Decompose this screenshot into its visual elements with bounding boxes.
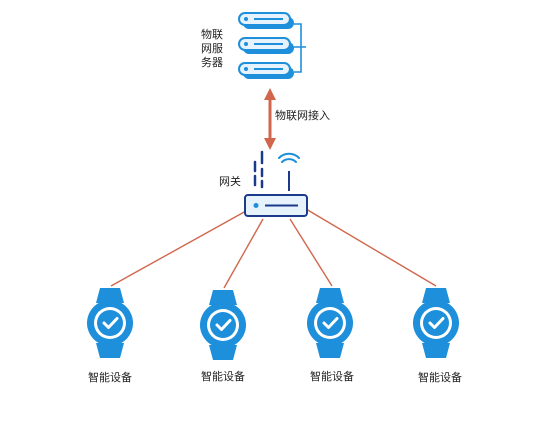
smartwatch-check-icon xyxy=(305,286,355,360)
device-label-1: 智能设备 xyxy=(88,371,132,384)
signal-dashes xyxy=(253,150,264,189)
server-bracket xyxy=(294,23,306,73)
smartwatch-check-icon xyxy=(411,286,461,360)
router-led xyxy=(253,203,259,208)
device-label-4: 智能设备 xyxy=(418,371,462,384)
link-label: 物联网接入 xyxy=(275,109,330,122)
device-label-3: 智能设备 xyxy=(310,370,354,383)
server-unit-2 xyxy=(238,37,294,54)
devices xyxy=(85,286,461,362)
connector-device-1 xyxy=(110,210,247,287)
connector-device-2 xyxy=(223,218,264,289)
server-stack-icon xyxy=(238,12,306,79)
server-label: 物联网服务器 xyxy=(201,28,223,69)
router-icon xyxy=(244,150,308,217)
wifi-icon xyxy=(278,152,300,163)
device-connectors xyxy=(110,208,437,289)
smartwatch-check-icon xyxy=(85,286,135,360)
server-unit-1 xyxy=(238,12,294,29)
smartwatch-check-icon xyxy=(198,288,248,362)
device-label-2: 智能设备 xyxy=(201,370,245,383)
gateway-label: 网关 xyxy=(219,175,241,188)
connector-device-4 xyxy=(305,208,437,287)
connector-device-3 xyxy=(289,218,333,287)
server-unit-3 xyxy=(238,62,294,79)
